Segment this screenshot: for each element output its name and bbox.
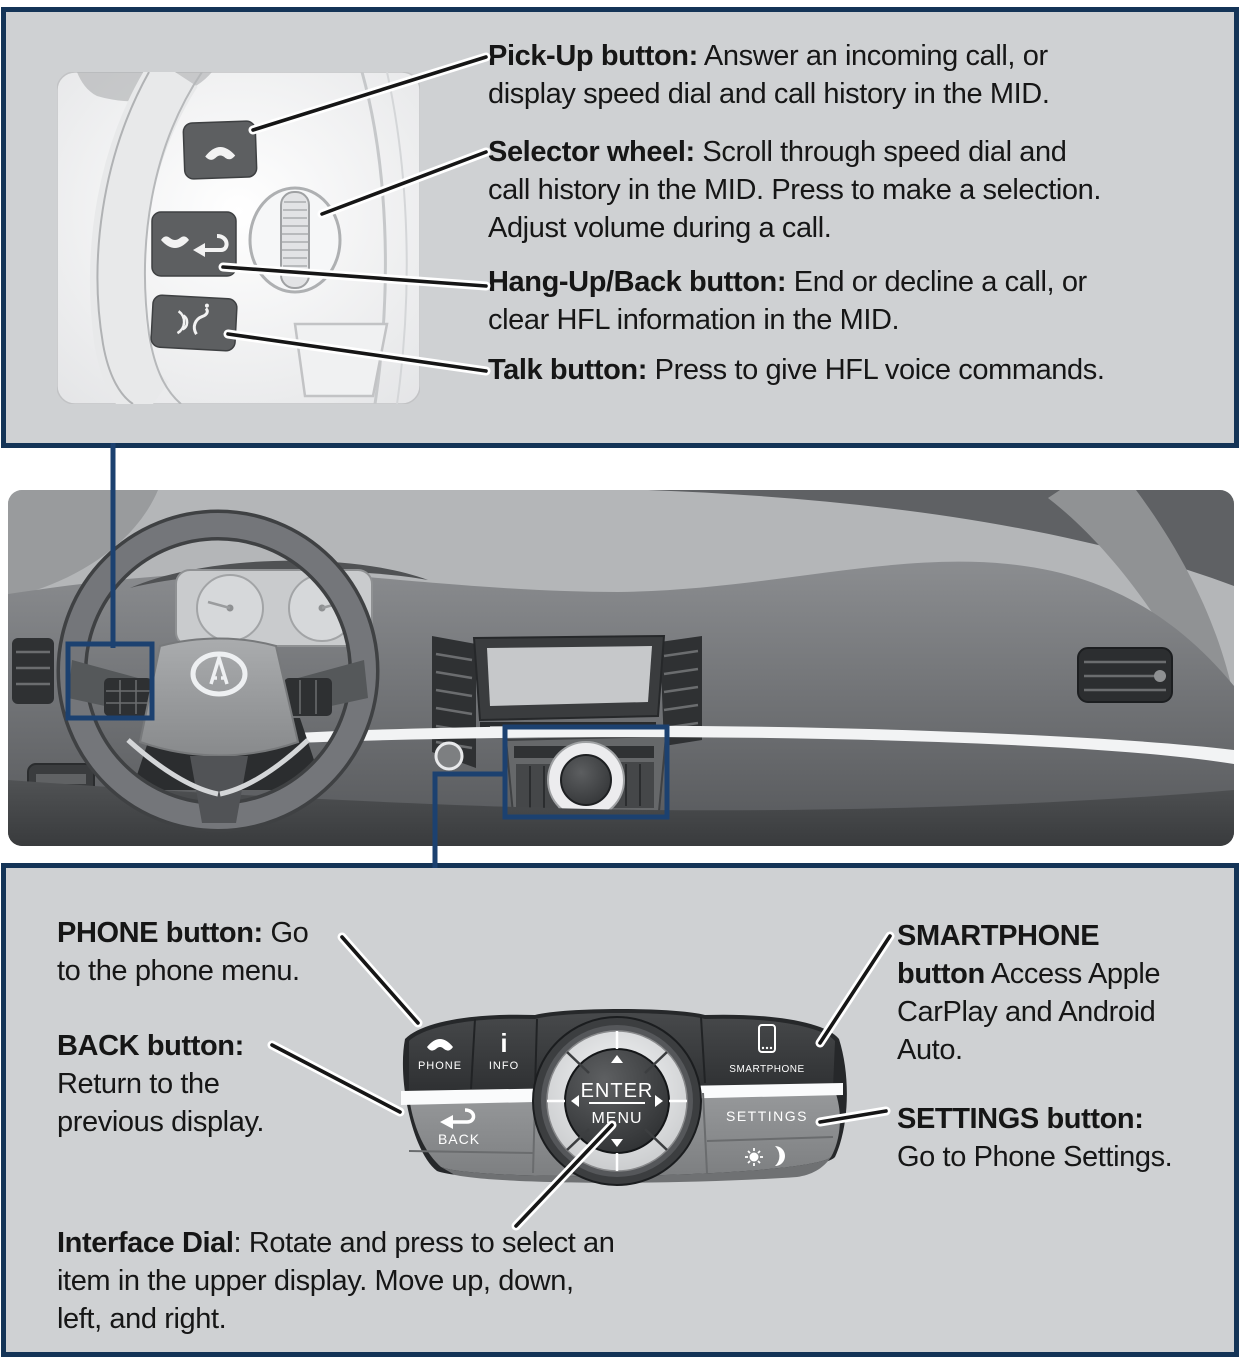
start-knob	[434, 741, 464, 771]
smartphone-label: SMARTPHONE button	[897, 920, 1100, 990]
lower-spoke-opening	[293, 322, 389, 398]
back-label: BACK button:	[57, 1030, 244, 1062]
talk-label: Talk button:	[488, 354, 647, 386]
settings-button-label: SETTINGS	[726, 1108, 808, 1124]
pickup-phone-icon	[205, 147, 236, 160]
hangup-label: Hang-Up/Back button:	[488, 266, 787, 298]
enter-label: ENTER	[581, 1080, 654, 1102]
phone-button-label: PHONE	[418, 1060, 462, 1072]
talk-text: Press to give HFL voice commands.	[646, 354, 1105, 386]
dial-left-arrow-icon	[571, 1095, 579, 1107]
hangup-description: Hang-Up/Back button: End or decline a ca…	[488, 263, 1218, 339]
talk-button-illustration	[150, 294, 238, 352]
settings-description: SETTINGS button: Go to Phone Settings.	[897, 1100, 1242, 1176]
chrome-trim-strip	[223, 725, 1234, 764]
passenger-vent	[1077, 647, 1173, 703]
pickup-label: Pick-Up button:	[488, 40, 698, 72]
selector-text: Scroll through speed dial and call histo…	[488, 136, 1102, 244]
back-arrow-icon	[201, 234, 229, 252]
settings-label: SETTINGS button:	[897, 1103, 1144, 1135]
phone-label: PHONE button:	[57, 917, 263, 949]
console-buttons-illustration: PHONE i INFO SMARTPHONE BACK SETTINGS	[401, 1009, 847, 1186]
phone-text: Go to the phone menu.	[57, 917, 309, 987]
hangup-text: End or decline a call, or clear HFL info…	[488, 266, 1087, 336]
dial-text: : Rotate and press to select an item in …	[57, 1227, 615, 1335]
phone-icon	[427, 1039, 453, 1051]
back-arrow-icon	[447, 1108, 476, 1124]
pickup-text: Answer an incoming call, or display spee…	[488, 40, 1050, 110]
dashboard-photo-illustration	[8, 490, 1234, 846]
right-spoke-controls	[284, 678, 332, 716]
rim-outer-edge	[96, 72, 150, 404]
brightness-button	[745, 1146, 785, 1166]
phone-button: PHONE	[418, 1039, 462, 1072]
left-a-pillar	[8, 490, 158, 598]
upper-display-screen	[487, 646, 652, 706]
talk-description: Talk button: Press to give HFL voice com…	[488, 351, 1218, 389]
dial-label: Interface Dial	[57, 1227, 234, 1259]
back-button-label: BACK	[438, 1131, 480, 1147]
driver-side-vent	[12, 638, 54, 704]
smartphone-icon	[758, 1024, 776, 1053]
info-button-label: INFO	[489, 1060, 519, 1072]
dial-right-arrow-icon	[655, 1095, 663, 1107]
back-description: BACK button: Return to the previous disp…	[57, 1027, 397, 1141]
interface-dial: ENTER MENU	[532, 1016, 702, 1186]
selector-wheel-illustration	[248, 186, 342, 294]
back-text: Return to the previous display.	[57, 1068, 265, 1138]
pickup-button-illustration	[182, 120, 258, 180]
sun-icon	[745, 1148, 763, 1166]
hangup-phone-icon	[161, 236, 189, 248]
dial-up-arrow-icon	[611, 1055, 623, 1063]
cluster-hood	[130, 560, 428, 588]
phone-description: PHONE button: Go to the phone menu.	[57, 914, 397, 990]
smartphone-text: Access Apple CarPlay and Android Auto.	[897, 958, 1161, 1066]
selector-label: Selector wheel:	[488, 136, 695, 168]
airbag-hub	[138, 637, 300, 757]
info-button: i INFO	[489, 1028, 519, 1072]
back-button: BACK	[438, 1108, 480, 1147]
selector-description: Selector wheel: Scroll through speed dia…	[488, 133, 1218, 247]
talk-voice-icon	[176, 303, 209, 335]
dial-description: Interface Dial: Rotate and press to sele…	[57, 1224, 737, 1338]
menu-label: MENU	[591, 1110, 642, 1127]
smartphone-description: SMARTPHONE button Access Apple CarPlay a…	[897, 917, 1242, 1069]
smartphone-button: SMARTPHONE	[729, 1024, 804, 1075]
left-spoke-controls	[104, 678, 152, 716]
steering-controls-panel: Pick-Up button: Answer an incoming call,…	[1, 7, 1239, 448]
settings-text: Go to Phone Settings.	[897, 1141, 1173, 1173]
steering-wheel-closeup-illustration	[57, 72, 420, 404]
right-a-pillar	[1048, 490, 1234, 770]
console-controls-panel: PHONE button: Go to the phone menu. BACK…	[1, 863, 1239, 1357]
pickup-description: Pick-Up button: Answer an incoming call,…	[488, 37, 1218, 113]
info-icon: i	[500, 1028, 507, 1058]
wheel-rim-band	[90, 72, 198, 404]
rim-inner-edge	[143, 72, 203, 404]
hangup-back-button-illustration	[151, 211, 237, 277]
moon-icon	[775, 1146, 785, 1166]
smartphone-button-label: SMARTPHONE	[729, 1064, 804, 1075]
